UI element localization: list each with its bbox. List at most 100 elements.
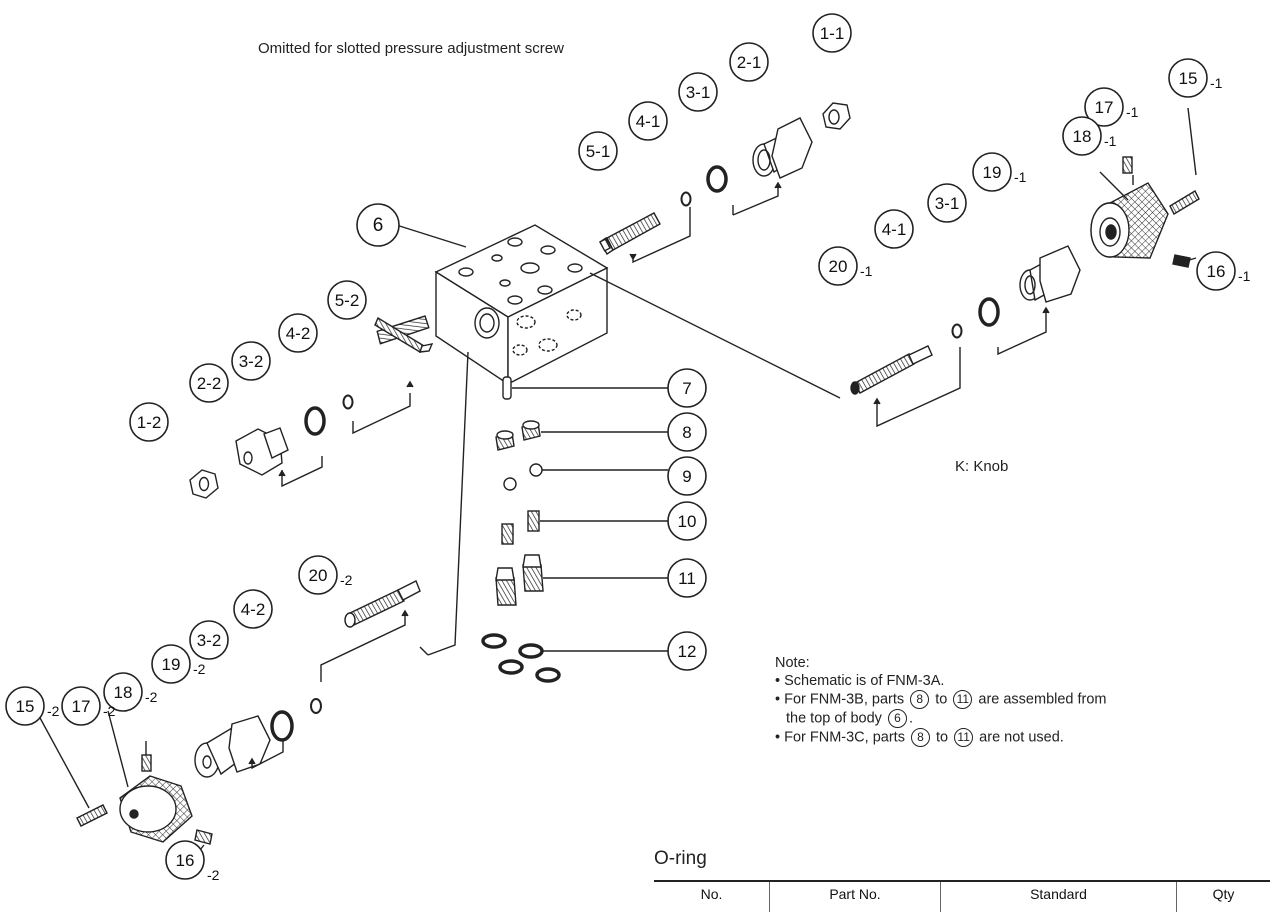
callout-11: 11 bbox=[678, 569, 696, 588]
setscrew-15-1 bbox=[1170, 191, 1199, 214]
screw-20-2 bbox=[345, 581, 420, 627]
note-line-1: • Schematic is of FNM-3A. bbox=[775, 672, 1107, 690]
oring-table: No. Part No. Standard Qty bbox=[654, 880, 1270, 912]
col-no: No. bbox=[654, 881, 770, 912]
knob-17-2 bbox=[120, 776, 192, 842]
note-4-text-c: are not used. bbox=[979, 729, 1064, 745]
oring-3-1-upper bbox=[708, 167, 726, 191]
suffix-19-1: -1 bbox=[1014, 169, 1027, 185]
bushing-19-1 bbox=[1020, 246, 1080, 302]
col-standard: Standard bbox=[941, 881, 1177, 912]
nut-1-2 bbox=[190, 470, 218, 498]
suffix-19-2: -2 bbox=[193, 661, 206, 677]
bushing-19-2 bbox=[195, 716, 270, 777]
note-line-3: the top of body 6. bbox=[775, 709, 1107, 728]
callout-8: 8 bbox=[682, 423, 691, 442]
suffix-15-2: -2 bbox=[47, 703, 60, 719]
note-4-text-a: • For FNM-3C, parts bbox=[775, 729, 905, 745]
upper-screw-5-1 bbox=[600, 213, 660, 254]
callout-2-2: 2-2 bbox=[197, 374, 222, 393]
note-4-text-b: to bbox=[936, 729, 948, 745]
callout-5-2: 5-2 bbox=[335, 291, 360, 310]
note-3-part: 6 bbox=[888, 709, 907, 728]
callout-17-1: 17 bbox=[1095, 98, 1114, 117]
note-2-part-end: 11 bbox=[953, 690, 972, 709]
setscrew-15-2 bbox=[77, 805, 107, 826]
callout-20-2: 20 bbox=[309, 566, 328, 585]
callout-4-2-upper: 4-2 bbox=[286, 324, 311, 343]
suffix-16-1: -1 bbox=[1238, 268, 1251, 284]
note-4-part-end: 11 bbox=[954, 728, 973, 747]
suffix-20-1: -1 bbox=[860, 263, 873, 279]
callout-7: 7 bbox=[682, 379, 691, 398]
callout-1-2: 1-2 bbox=[137, 413, 162, 432]
suffix-18-1: -1 bbox=[1104, 133, 1117, 149]
callout-4-1-right: 4-1 bbox=[882, 220, 907, 239]
knob-legend: K: Knob bbox=[955, 458, 1008, 475]
callout-16-1: 16 bbox=[1207, 262, 1226, 281]
guide-11 bbox=[496, 555, 543, 605]
callout-1-1: 1-1 bbox=[820, 24, 845, 43]
callout-10: 10 bbox=[678, 512, 697, 531]
oring-4-2-upper bbox=[344, 396, 353, 409]
callout-15-2: 15 bbox=[16, 697, 35, 716]
nut-1-1 bbox=[823, 103, 850, 129]
spring-10 bbox=[502, 511, 539, 544]
callout-3-1-right: 3-1 bbox=[935, 194, 960, 213]
setscrew-16-2 bbox=[195, 830, 212, 844]
callout-4-1-upper: 4-1 bbox=[636, 112, 661, 131]
oring-4-1-upper bbox=[682, 193, 691, 206]
slotted-screw-caption: Omitted for slotted pressure adjustment … bbox=[258, 40, 564, 57]
callout-4-2-lower: 4-2 bbox=[241, 600, 266, 619]
plug-2-2 bbox=[236, 428, 288, 475]
callout-9: 9 bbox=[682, 467, 691, 486]
oring-12 bbox=[483, 635, 559, 681]
notes-block: Note: • Schematic is of FNM-3A. • For FN… bbox=[775, 654, 1107, 747]
suffix-15-1: -1 bbox=[1210, 75, 1223, 91]
plug-2-1 bbox=[753, 118, 812, 178]
notes-heading: Note: bbox=[775, 654, 1107, 672]
callout-16-2: 16 bbox=[176, 851, 195, 870]
suffix-17-2: -2 bbox=[103, 703, 116, 719]
note-3-text-a: the top of body bbox=[786, 710, 882, 726]
valve-body bbox=[436, 225, 607, 384]
note-2-text-c: are assembled from bbox=[978, 691, 1106, 707]
knob-18-1 bbox=[1091, 183, 1168, 258]
callout-3-2-upper: 3-2 bbox=[239, 352, 264, 371]
callout-6: 6 bbox=[373, 215, 384, 236]
note-2-text-a: • For FNM-3B, parts bbox=[775, 691, 904, 707]
oring-table-title: O-ring bbox=[654, 848, 707, 870]
callout-20-1: 20 bbox=[829, 257, 848, 276]
oring-3-2-lower bbox=[272, 712, 292, 740]
setscrew-18-2 bbox=[142, 755, 151, 771]
note-2-text-b: to bbox=[935, 691, 947, 707]
setscrew-17-1 bbox=[1123, 157, 1132, 173]
callout-2-1: 2-1 bbox=[737, 53, 762, 72]
note-line-2: • For FNM-3B, parts 8 to 11 are assemble… bbox=[775, 690, 1107, 709]
col-qty: Qty bbox=[1177, 881, 1270, 912]
suffix-16-2: -2 bbox=[207, 867, 220, 883]
note-3-text-b: . bbox=[909, 710, 913, 726]
note-line-4: • For FNM-3C, parts 8 to 11 are not used… bbox=[775, 728, 1107, 747]
callout-12: 12 bbox=[678, 642, 697, 661]
oring-4-2-lower bbox=[311, 699, 321, 713]
callout-circles bbox=[6, 14, 1235, 879]
oring-3-2-upper bbox=[306, 408, 324, 434]
callout-15-1: 15 bbox=[1179, 69, 1198, 88]
callout-5-1: 5-1 bbox=[586, 142, 611, 161]
col-part-no: Part No. bbox=[770, 881, 941, 912]
callout-17-2: 17 bbox=[72, 697, 91, 716]
oring-4-1-right bbox=[953, 325, 962, 338]
ball-9 bbox=[504, 464, 542, 490]
suffix-20-2: -2 bbox=[340, 572, 353, 588]
screw-20-1 bbox=[851, 346, 932, 394]
callout-19-1: 19 bbox=[983, 163, 1002, 182]
callout-19-2: 19 bbox=[162, 655, 181, 674]
note-4-part-start: 8 bbox=[911, 728, 930, 747]
suffix-18-2: -2 bbox=[145, 689, 158, 705]
pin-7 bbox=[503, 377, 511, 399]
callout-3-2-lower: 3-2 bbox=[197, 631, 222, 650]
callout-18-1: 18 bbox=[1073, 127, 1092, 146]
